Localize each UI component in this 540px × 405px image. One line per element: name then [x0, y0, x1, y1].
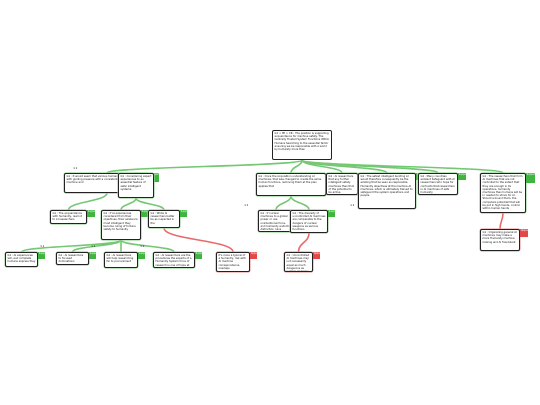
edge-node-a2bc-to-node-a2b	[163, 227, 234, 253]
tag-f: Supporting	[526, 173, 539, 183]
tag-e: Supporting	[458, 173, 471, 180]
root-claim-node[interactable]: G1 > PP > CR : The position is supportin…	[272, 130, 332, 160]
marker-d: ×1	[350, 203, 355, 207]
tag-b2c: Opposing	[313, 252, 324, 259]
node-a2a1[interactable]: G1 : AI experiences will, and complete h…	[5, 252, 38, 267]
edge-node-f-to-root-claim-node	[301, 159, 504, 174]
edge-node-a2a-to-node-a2	[120, 197, 137, 211]
edge-node-a2a4-to-node-a2a	[120, 239, 175, 253]
node-b[interactable]: G1 : Once the Acquisition understanding …	[256, 173, 326, 196]
node-a2a4[interactable]: G1 : AI researchers are the procedures t…	[153, 252, 195, 268]
tag-a2a1: Supporting	[38, 252, 51, 259]
edge-node-b2c-to-node-b2	[297, 232, 310, 253]
node-a2a[interactable]: G1 : If AI experiences considered from t…	[101, 210, 141, 240]
node-b2[interactable]: G1 : The diversity of uncontrolled AI ma…	[290, 210, 328, 233]
edge-node-a2b-to-node-a2	[135, 197, 165, 211]
node-d[interactable]: G1 : The safest intelligent building AI …	[358, 173, 416, 209]
marker-a1: ×1	[40, 244, 45, 248]
tag-a1: Supporting	[87, 210, 100, 217]
edge-node-a2a1-to-node-a2a	[20, 239, 122, 253]
tag-a2a4: Supporting	[195, 252, 208, 259]
edge-node-fc-to-node-f	[499, 212, 504, 230]
edge-node-b-to-root-claim-node	[290, 159, 303, 174]
edge-node-a1-to-node-a	[67, 192, 108, 211]
node-a2[interactable]: G1 : Considering expert experiences to a…	[118, 173, 154, 198]
marker-a2a3: ×1	[140, 244, 145, 248]
node-fc[interactable]: G1 : Organizing general AI machines may …	[480, 229, 520, 251]
node-a1[interactable]: G1 : The acquaintance with humanity, rea…	[50, 210, 87, 224]
node-b1[interactable]: G1 : If nuclear machines to a global pow…	[258, 210, 294, 232]
edge-node-b2-to-node-b	[290, 195, 310, 211]
edge-node-a2a2-to-node-a2a	[71, 239, 122, 253]
node-f[interactable]: G1 : The researchers that form AI machin…	[480, 173, 526, 213]
marker-b: ×1	[244, 203, 249, 207]
marker-a: ×1	[73, 166, 78, 170]
tag-a2a2: Supporting	[89, 252, 102, 259]
node-e[interactable]: G1 : Many countries existent Safeguard w…	[418, 173, 458, 195]
node-a2a3[interactable]: G1 : AI researchers will help researchin…	[104, 252, 138, 268]
tag-a2a3: Supporting	[138, 252, 151, 259]
tag-a2bc: Opposing	[250, 252, 261, 259]
marker-a2a2: ×1	[91, 244, 96, 248]
tag-a2b: Supporting	[180, 210, 193, 217]
node-b2c[interactable]: G1 : Uncontrolled AI machines may not ne…	[284, 252, 313, 272]
tag-a: Supporting	[150, 173, 163, 182]
node-a2a2[interactable]: G1 : AI researchers to focused dominatio…	[56, 252, 89, 265]
node-a2bc[interactable]: It's more a typical of a humanity, risk …	[216, 252, 250, 272]
edge-node-a-to-root-claim-node	[106, 159, 303, 174]
node-c[interactable]: G1 : AI researchers that any further int…	[326, 173, 358, 195]
tag-a2a: Supporting	[141, 210, 154, 217]
edge-node-b1-to-node-b	[275, 195, 292, 211]
node-a2b[interactable]: G1 : While AI researchers better be as i…	[148, 210, 180, 228]
tag-b2: Supporting	[328, 210, 341, 217]
tag-fc: Opposing	[520, 229, 531, 237]
